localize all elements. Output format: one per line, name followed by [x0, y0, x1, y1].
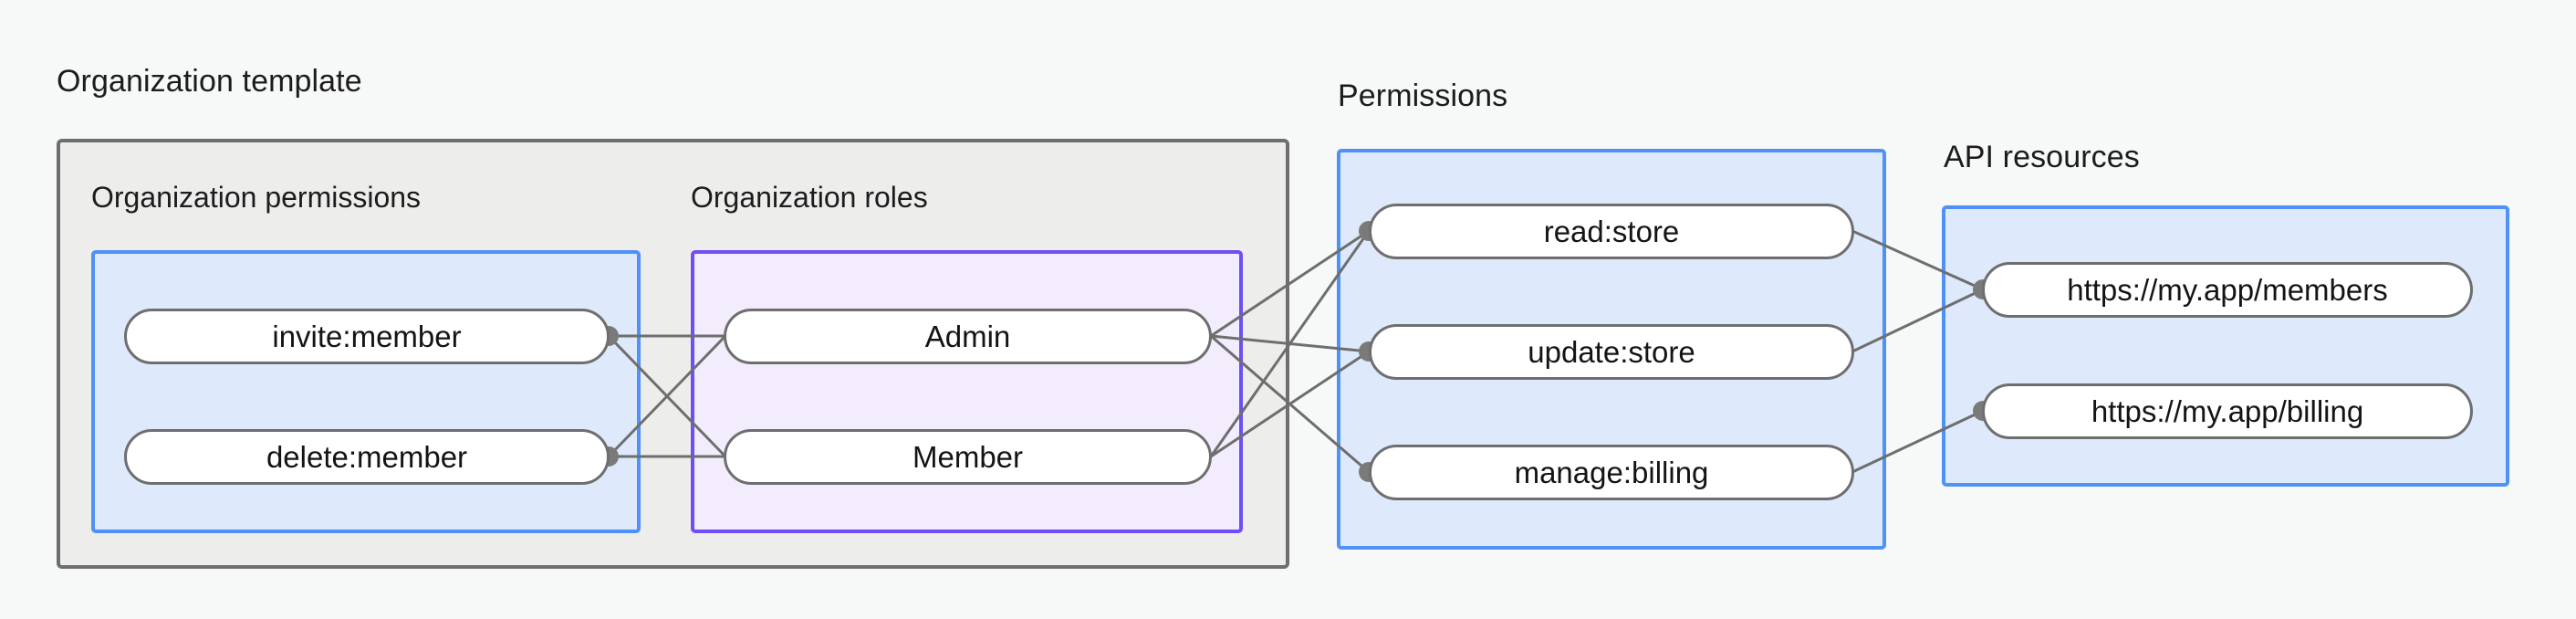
organization-permissions-container: [91, 250, 641, 533]
node-invite-member[interactable]: invite:member: [124, 309, 610, 364]
group-title-api-resources: API resources: [1944, 140, 2140, 174]
group-title-organization-template: Organization template: [57, 64, 362, 99]
node-permission-update-store[interactable]: update:store: [1369, 324, 1854, 380]
node-permission-manage-billing[interactable]: manage:billing: [1369, 445, 1854, 500]
node-role-admin[interactable]: Admin: [724, 309, 1212, 364]
node-role-member[interactable]: Member: [724, 429, 1212, 485]
organization-roles-container: [691, 250, 1243, 533]
node-api-resource-billing[interactable]: https://my.app/billing: [1982, 383, 2473, 439]
group-title-permissions: Permissions: [1338, 79, 1508, 113]
node-api-resource-members[interactable]: https://my.app/members: [1982, 262, 2473, 318]
node-delete-member[interactable]: delete:member: [124, 429, 610, 485]
subgroup-title-organization-permissions: Organization permissions: [91, 181, 422, 214]
node-permission-read-store[interactable]: read:store: [1369, 204, 1854, 259]
subgroup-title-organization-roles: Organization roles: [691, 181, 928, 214]
api-resources-container: [1942, 205, 2509, 487]
